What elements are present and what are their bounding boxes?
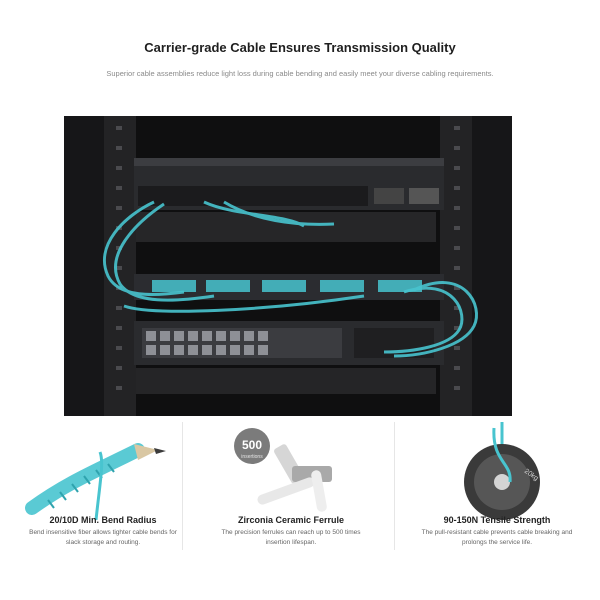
feature-description: The precision ferrules can reach up to 5… xyxy=(221,529,361,546)
badge-value: 500 xyxy=(242,438,262,452)
feature-title: 90-150N Tensile Strength xyxy=(443,515,551,525)
feature-bend-radius: 20/10D Min. Bend Radius Bend insensitive… xyxy=(8,418,198,553)
fiber-cables xyxy=(102,200,478,358)
feature-description: The pull-resistant cable prevents cable … xyxy=(421,529,573,546)
feature-title: Zirconia Ceramic Ferrule xyxy=(237,515,345,525)
feature-tensile-strength: 20kg 90-150N Tensile Strength The pull-r… xyxy=(402,418,592,553)
feature-divider xyxy=(182,422,183,550)
rack-shelf xyxy=(136,212,436,242)
ferrule-icon: 500 insertions xyxy=(234,428,332,512)
rack-photo xyxy=(64,116,512,416)
page-subtitle: Superior cable assemblies reduce light l… xyxy=(106,69,494,78)
page-title: Carrier-grade Cable Ensures Transmission… xyxy=(144,40,456,55)
bend-cable-icon xyxy=(25,443,166,521)
features-row: 20/10D Min. Bend Radius Bend insensitive… xyxy=(0,418,600,553)
feature-ferrule: 500 insertions Zirconia Ceramic Ferrule … xyxy=(196,418,386,553)
rack-router xyxy=(134,158,444,210)
feature-divider xyxy=(394,422,395,550)
feature-description: Bend insensitive fiber allows tighter ca… xyxy=(29,529,177,546)
badge-label: insertions xyxy=(241,454,263,460)
feature-title: 20/10D Min. Bend Radius xyxy=(49,515,157,525)
weight-plate-icon: 20kg xyxy=(464,422,540,520)
rack-patch-panel xyxy=(134,274,444,300)
rack-switch xyxy=(134,321,444,365)
